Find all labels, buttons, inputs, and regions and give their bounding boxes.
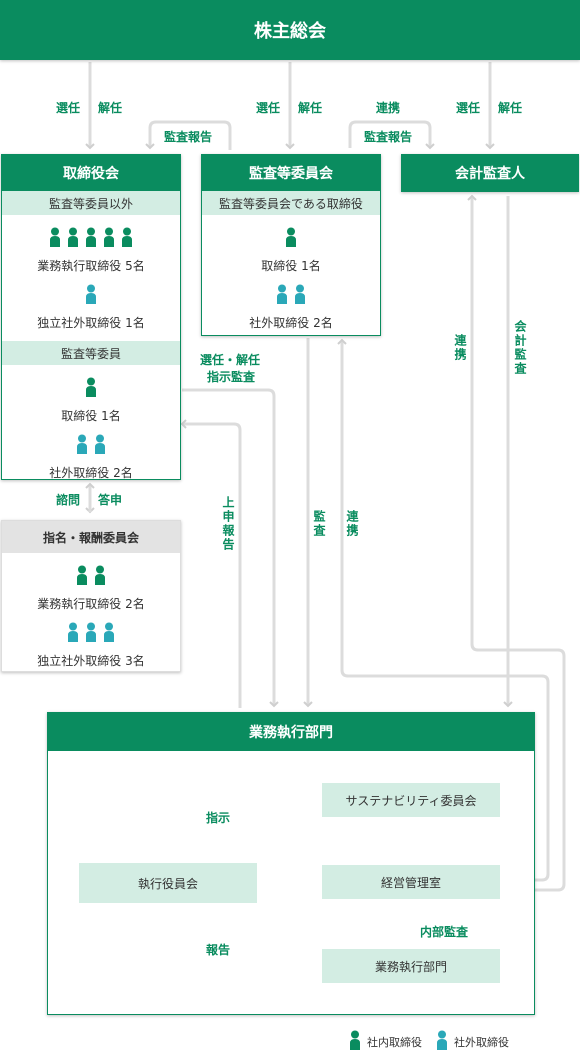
label-kainin-2: 解任 [298,101,323,115]
internal-director-icon [121,227,133,247]
audit-committee: 監査等委員会 監査等委員会である取締役 取締役 1名 社外取締役 2名 [201,154,381,336]
legend-internal-icon [349,1030,361,1053]
external-director-icon [67,622,79,642]
nomination-committee: 指名・報酬委員会 業務執行取締役 2名 独立社外取締役 3名 [1,520,181,672]
internal-director-icon [76,565,88,585]
legend-external-icon [436,1030,448,1053]
external-director-icon [94,434,106,454]
nomination-exec-icons [2,565,180,589]
label-renkei-top: 連携 [376,101,401,115]
label-toushin: 答申 [98,493,123,507]
label-audit-report-2: 監査報告 [364,130,413,144]
internal-director-icon [85,227,97,247]
board-group1-exec-icons [2,227,180,251]
board-group1-outside-icons [2,284,180,308]
external-director-icon [85,622,97,642]
audit-committee-outside: 社外取締役 2名 [249,316,333,330]
audit-committee-director: 取締役 1名 [261,259,321,273]
audit-committee-title: 監査等委員会 [202,155,380,191]
label-sennin-kainin: 選任・解任 [200,353,261,367]
board-group2-outside-icons [2,434,180,458]
external-director-icon [294,284,306,304]
board-group2-outside: 社外取締役 2名 [49,466,133,480]
label-kansa: 監査 [312,510,326,538]
management-office: 経営管理室 [322,865,500,899]
label-shiji: 指示 [206,811,231,825]
internal-director-icon [67,227,79,247]
external-director-icon [85,284,97,304]
label-sennin-2: 選任 [256,101,281,115]
label-houkoku: 報告 [206,943,231,957]
board-group1-header: 監査等委員以外 [2,191,180,215]
nomination-committee-title: 指名・報酬委員会 [2,521,180,553]
label-shimon: 諮問 [56,493,81,507]
audit-committee-outside-icons [202,284,380,308]
audit-committee-director-icons [202,227,380,251]
board-group1-exec: 業務執行取締役 5名 [37,259,145,273]
board-group2-director-icons [2,377,180,401]
sustainability-committee: サステナビリティ委員会 [322,783,500,817]
label-shiji-kansa: 指示監査 [207,370,256,384]
nomination-outside: 独立社外取締役 3名 [37,654,145,668]
external-director-icon [103,622,115,642]
board-title: 取締役会 [2,155,180,191]
accounting-auditor-title: 会計監査人 [455,166,525,182]
label-sennin-1: 選任 [56,101,81,115]
shareholders-meeting-title: 株主総会 [254,21,326,42]
internal-director-icon [94,565,106,585]
operations-title: 業務執行部門 [48,713,534,751]
nomination-outside-icons [2,622,180,646]
operations-department-box: 業務執行部門 [322,949,500,983]
board-of-directors: 取締役会 監査等委員以外 業務執行取締役 5名 独立社外取締役 1名 監査等委員… [1,154,181,480]
label-joushin-houkoku: 上申報告 [221,496,235,552]
board-group2-director: 取締役 1名 [61,409,121,423]
internal-director-icon [49,227,61,247]
audit-committee-header: 監査等委員会である取締役 [202,191,380,215]
label-naibu-kansa: 内部監査 [420,925,469,939]
nomination-exec: 業務執行取締役 2名 [37,597,145,611]
shareholders-meeting: 株主総会 [0,0,580,60]
external-director-icon [276,284,288,304]
label-renkei-mid: 連携 [345,510,359,538]
label-renkei-right: 連携 [453,334,467,362]
label-kainin-1: 解任 [98,101,123,115]
legend-external-label: 社外取締役 [454,1035,509,1049]
label-audit-report-1: 監査報告 [164,130,213,144]
label-kaikei-kansa: 会計監査 [513,320,527,376]
board-group1-outside: 独立社外取締役 1名 [37,316,145,330]
label-kainin-3: 解任 [498,101,523,115]
internal-director-icon [103,227,115,247]
executive-committee: 執行役員会 [79,863,257,903]
legend: 社内取締役 社外取締役 [349,1030,509,1053]
board-group2-header: 監査等委員 [2,341,180,365]
accounting-auditor: 会計監査人 [401,154,579,192]
internal-director-icon [85,377,97,397]
label-sennin-3: 選任 [456,101,481,115]
legend-internal-label: 社内取締役 [367,1035,422,1049]
external-director-icon [76,434,88,454]
internal-director-icon [285,227,297,247]
